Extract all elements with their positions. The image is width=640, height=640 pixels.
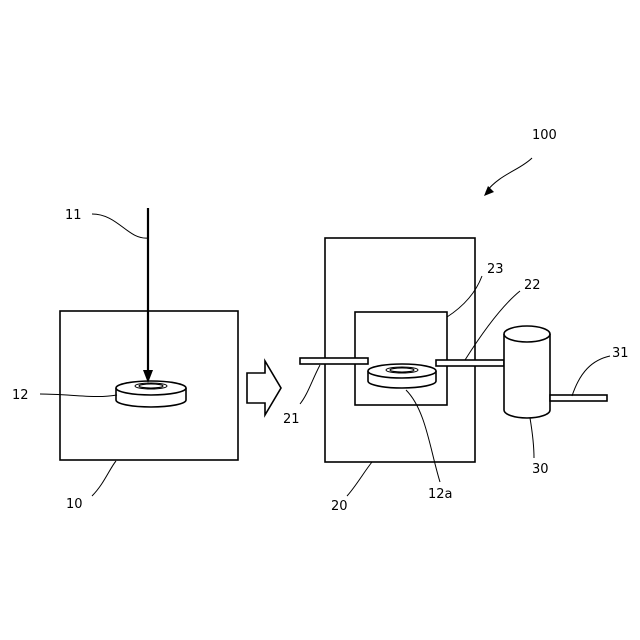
beam-arrow: [143, 208, 153, 383]
label-11: 11: [65, 208, 82, 223]
label-12a: 12a: [428, 487, 453, 502]
transfer-arrow: [247, 361, 281, 415]
sample-disc: [116, 381, 186, 407]
leader-20: [347, 462, 372, 496]
leader-12a: [406, 390, 440, 482]
label-31: 31: [612, 346, 629, 361]
left-rod: [300, 358, 368, 364]
label-30: 30: [532, 462, 549, 477]
cylinder-pump: [504, 326, 550, 418]
label-23: 23: [487, 262, 504, 277]
label-10: 10: [66, 497, 83, 512]
right-rod: [436, 360, 504, 366]
leader-100-arrowhead: [484, 186, 494, 196]
label-22: 22: [524, 278, 541, 293]
leader-100: [486, 158, 532, 192]
processed-sample-disc: [368, 364, 436, 388]
second-chamber: [325, 238, 475, 462]
outlet-rod: [550, 395, 607, 401]
leader-10: [92, 461, 116, 496]
leader-31: [572, 356, 610, 396]
leader-23: [447, 276, 482, 317]
label-100: 100: [532, 128, 557, 143]
leader-30: [530, 418, 534, 458]
leader-11: [92, 214, 148, 238]
label-12: 12: [12, 388, 29, 403]
leader-21: [300, 365, 320, 404]
label-21: 21: [283, 412, 300, 427]
label-20: 20: [331, 499, 348, 514]
leader-12: [40, 394, 117, 397]
